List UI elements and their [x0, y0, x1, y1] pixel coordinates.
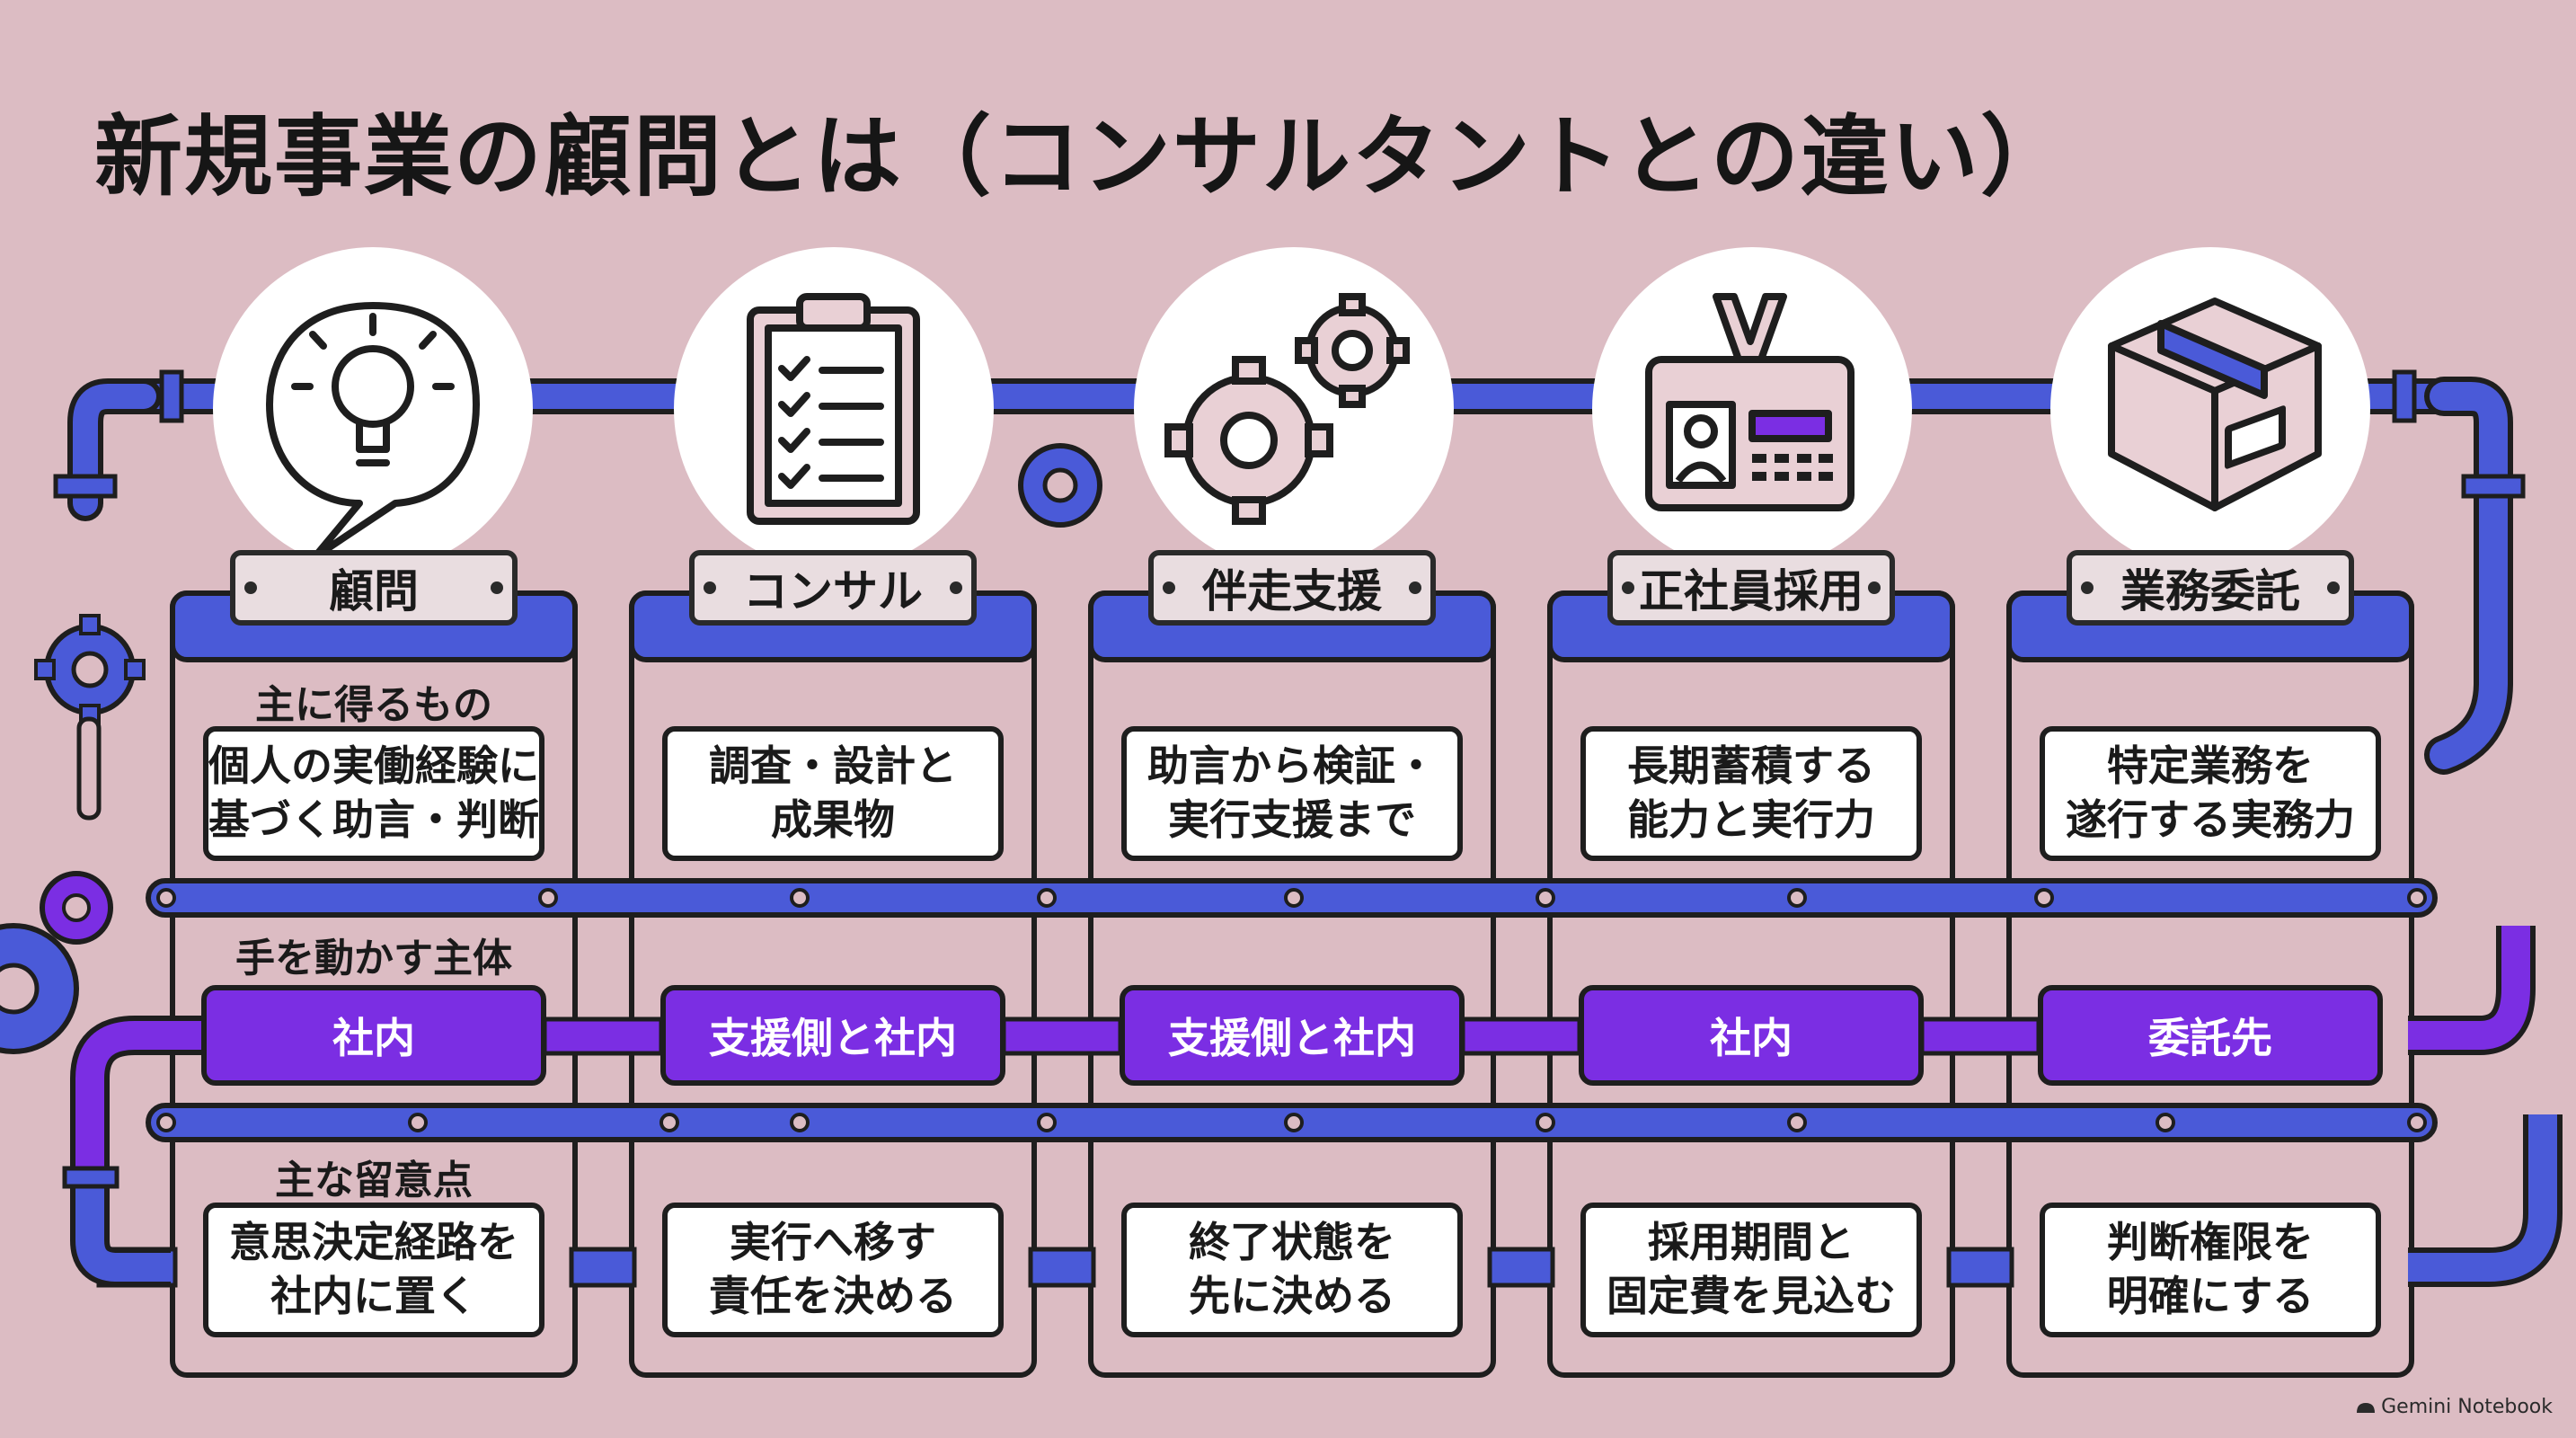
column-header-label: コンサル: [743, 565, 923, 617]
caution-box: 意思決定経路を 社内に置く: [203, 1203, 544, 1337]
caution-box: 採用期間と 固定費を見込む: [1580, 1203, 1922, 1337]
gain-box: 特定業務を 遂行する実務力: [2040, 726, 2381, 861]
notebook-logo-icon: [2357, 1402, 2376, 1413]
row-label-gain: 主に得るもの: [255, 682, 492, 728]
pipe-gear-icon: [1018, 443, 1102, 528]
column-header-label: 顧問: [329, 565, 419, 617]
bolt: [1409, 581, 1421, 594]
column-header-advisor: 顧問: [230, 550, 518, 626]
column-header-hands-on-support: 伴走支援: [1148, 550, 1436, 626]
gears-icon: [1164, 293, 1410, 525]
employee-id-card-icon: [1645, 293, 1855, 511]
watermark-text: Gemini Notebook: [2381, 1396, 2553, 1418]
caution-box: 実行へ移す 責任を決める: [662, 1203, 1004, 1337]
column-header-label: 伴走支援: [1202, 565, 1382, 617]
bolt: [2327, 581, 2340, 594]
package-box-icon: [2108, 297, 2322, 511]
clipboard-checklist-icon: [747, 293, 920, 525]
gain-box: 調査・設計と 成果物: [662, 726, 1004, 861]
column-header-label: 業務委託: [2120, 565, 2300, 617]
gain-box: 個人の実働経験に 基づく助言・判断: [203, 726, 544, 861]
watermark: Gemini Notebook: [2356, 1396, 2553, 1418]
row-label-actor: 手を動かす主体: [235, 936, 512, 981]
column-header-label: 正社員採用: [1639, 565, 1863, 617]
bolt: [491, 581, 503, 594]
bolt: [1163, 581, 1175, 594]
page-title: 新規事業の顧問とは（コンサルタントとの違い）: [94, 106, 2071, 209]
column-header-full-time-hire: 正社員採用: [1607, 550, 1895, 626]
caution-box: 終了状態を 先に決める: [1121, 1203, 1463, 1337]
gain-box: 長期蓄積する 能力と実行力: [1580, 726, 1922, 861]
actor-box: 支援側と社内: [660, 985, 1005, 1086]
actor-box: 支援側と社内: [1120, 985, 1465, 1086]
column-header-outsourcing: 業務委託: [2067, 550, 2354, 626]
left-gear-icon: [0, 614, 146, 1054]
caution-box: 判断権限を 明確にする: [2040, 1203, 2381, 1337]
lightbulb-speech-bubble-icon: [266, 302, 480, 561]
bolt: [1868, 581, 1881, 594]
bolt: [2081, 581, 2094, 594]
actor-box: 社内: [201, 985, 546, 1086]
row-label-caution: 主な留意点: [275, 1158, 473, 1203]
bolt: [704, 581, 716, 594]
actor-box: 社内: [1579, 985, 1924, 1086]
bolt: [244, 581, 257, 594]
column-header-consultant: コンサル: [689, 550, 977, 626]
actor-box: 委託先: [2038, 985, 2383, 1086]
gain-box: 助言から検証・ 実行支援まで: [1121, 726, 1463, 861]
bolt: [1622, 581, 1634, 594]
bolt: [950, 581, 962, 594]
